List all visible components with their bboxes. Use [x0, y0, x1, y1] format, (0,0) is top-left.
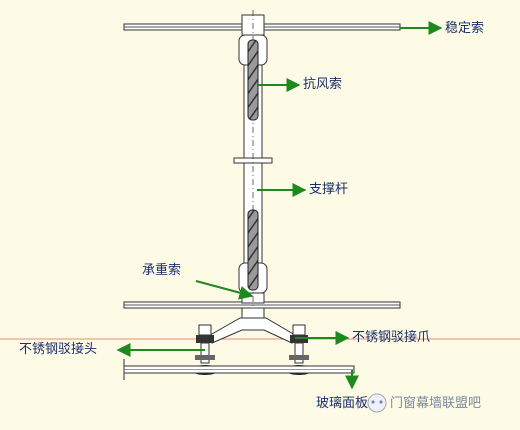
- glass-panel: [123, 359, 355, 380]
- label-ss-joint: 不锈钢驳接头: [19, 342, 98, 357]
- label-stabilizing-cable: 稳定索: [445, 21, 485, 36]
- label-glass-panel: 玻璃面板: [316, 396, 369, 411]
- chat-bubble-icon: [367, 393, 387, 413]
- label-ss-claw: 不锈钢驳接爪: [352, 330, 431, 345]
- label-wind-cable: 抗风索: [303, 77, 343, 92]
- arrow-load-cable: [195, 280, 254, 300]
- claw-fitting: [204, 307, 301, 344]
- label-strut: 支撑杆: [309, 182, 349, 197]
- strut-assembly: [233, 10, 273, 330]
- watermark-text: 门窗幕墙联盟吧: [390, 396, 482, 411]
- label-load-cable: 承重索: [142, 263, 182, 278]
